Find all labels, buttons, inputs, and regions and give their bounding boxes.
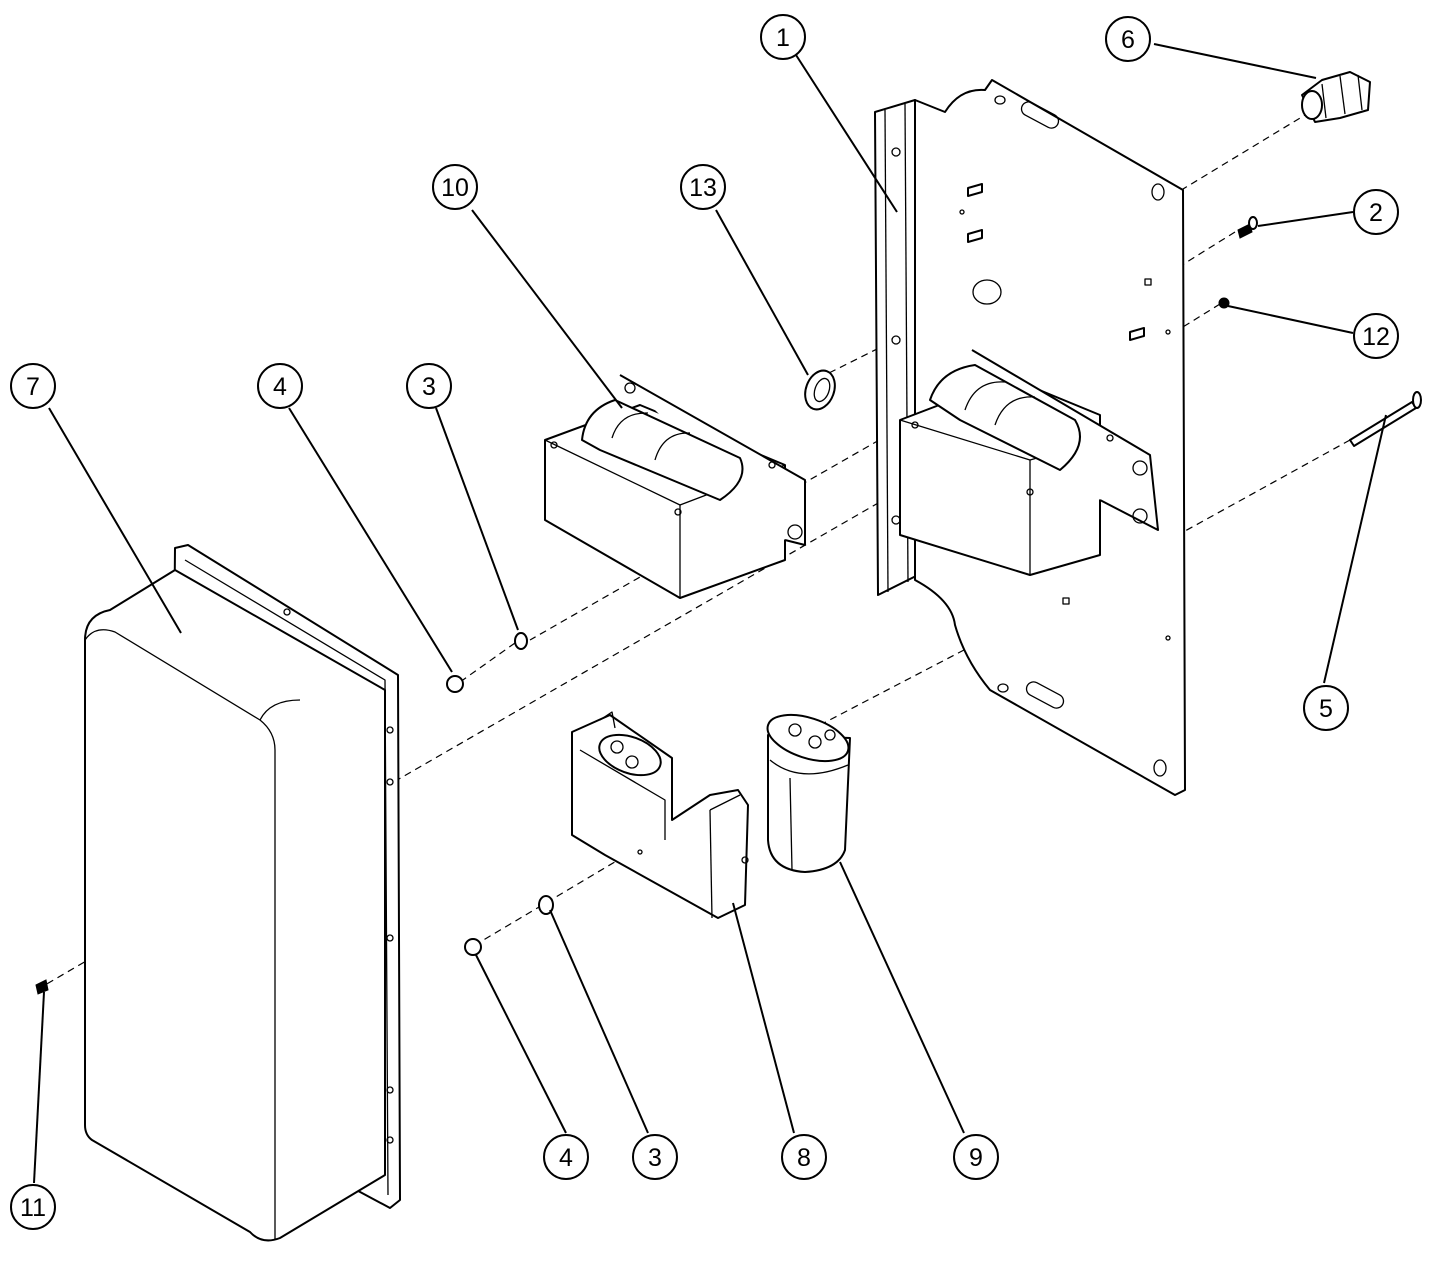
callout-1: 1 [760,14,806,60]
svg-text:10: 10 [441,174,469,202]
svg-text:13: 13 [689,174,717,202]
svg-text:12: 12 [1362,323,1390,351]
callout-7: 7 [10,363,56,409]
capacitor-bracket [571,711,749,919]
svg-text:4: 4 [559,1144,573,1172]
capacitor [766,713,851,873]
callout-12: 12 [1353,313,1399,359]
callout-2: 2 [1353,189,1399,235]
mounted-transformer [899,349,1159,576]
callout-4-upper: 4 [257,363,303,409]
svg-text:1: 1 [776,24,790,52]
hardware [35,71,1422,995]
callout-8: 8 [781,1134,827,1180]
callout-3-lower: 3 [632,1134,678,1180]
callout-9: 9 [953,1134,999,1180]
svg-text:7: 7 [26,373,40,401]
callout-11: 11 [10,1184,56,1230]
ballast-transformer [544,374,806,599]
enclosure-cover [84,544,401,1242]
callout-4-lower: 4 [543,1134,589,1180]
callout-13: 13 [680,164,726,210]
svg-text:9: 9 [969,1144,983,1172]
svg-text:3: 3 [422,373,436,401]
svg-text:6: 6 [1121,26,1135,54]
callout-6: 6 [1105,16,1151,62]
svg-text:4: 4 [273,373,287,401]
svg-text:2: 2 [1369,199,1383,227]
svg-text:11: 11 [20,1194,46,1222]
svg-text:8: 8 [797,1144,811,1172]
callout-10: 10 [432,164,478,210]
callout-3-upper: 3 [406,363,452,409]
leader-lines [33,43,1387,1184]
callout-5: 5 [1303,685,1349,731]
svg-text:3: 3 [648,1144,662,1172]
svg-text:5: 5 [1319,695,1333,723]
